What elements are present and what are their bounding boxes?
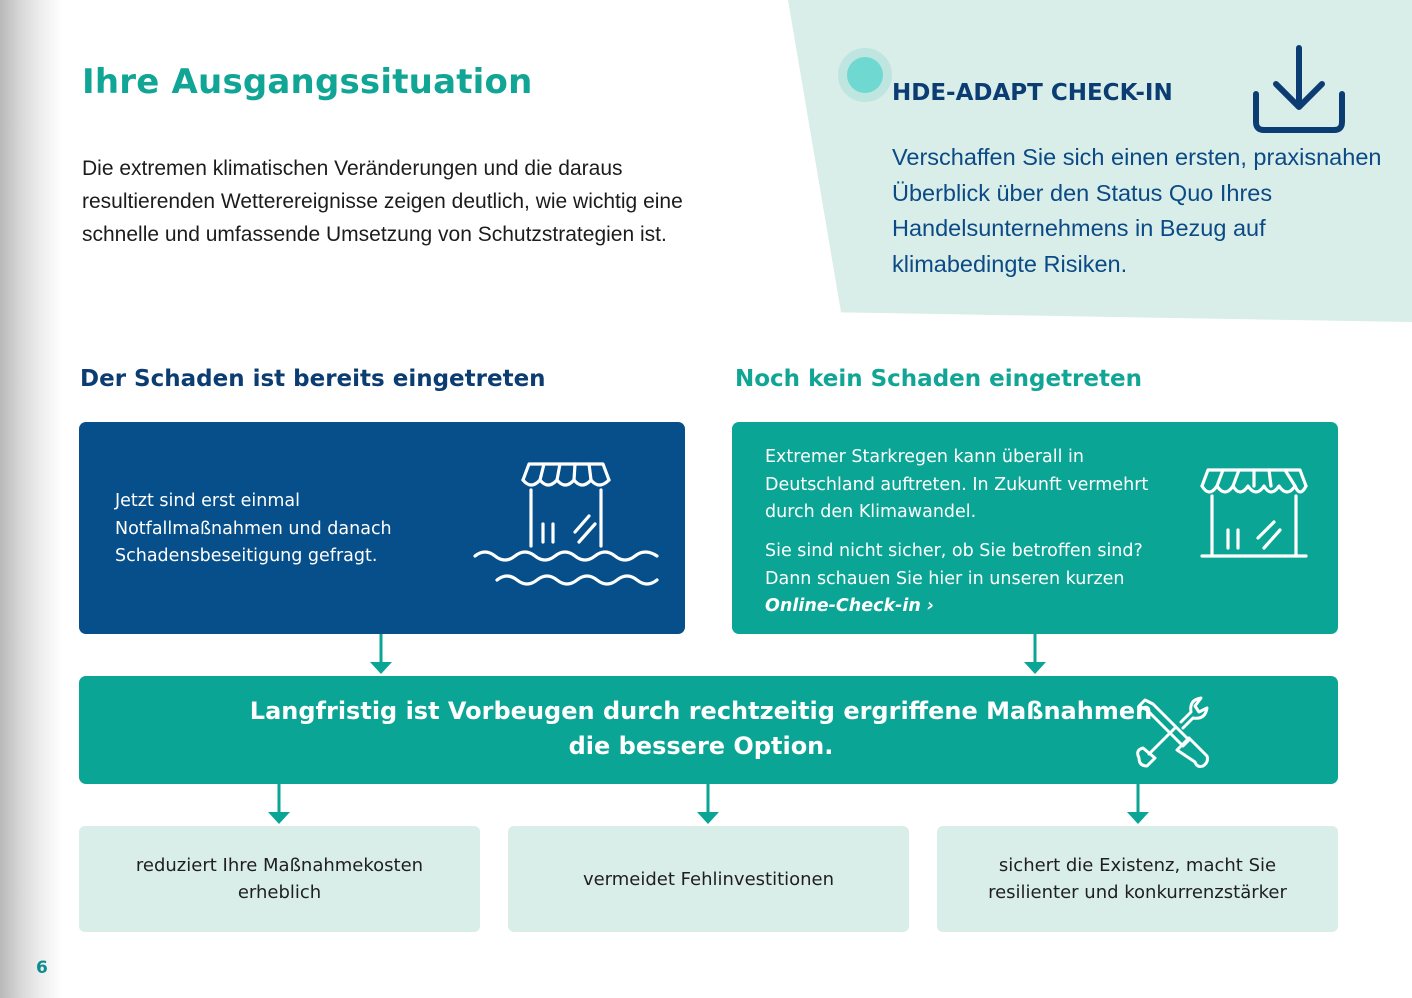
flooded-shop-icon — [473, 462, 659, 586]
benefit-card: sichert die Existenz, macht Sie resilien… — [937, 826, 1338, 932]
benefit-text: sichert die Existenz, macht Sie resilien… — [988, 855, 1287, 903]
check-in-panel — [788, 0, 1412, 322]
check-in-text: Verschaffen Sie sich einen ersten, praxi… — [892, 144, 1382, 277]
shop-icon — [1200, 468, 1308, 558]
damage-occurred-box: Jetzt sind erst einmal Notfallmaßnahmen … — [79, 422, 685, 634]
no-damage-question: Sie sind nicht sicher, ob Sie betroffen … — [765, 538, 1185, 621]
page-spine-shadow — [0, 0, 62, 998]
page-number: 6 — [36, 958, 48, 978]
no-damage-heading: Noch kein Schaden eingetreten — [735, 366, 1142, 392]
accent-dot-icon — [838, 48, 892, 102]
benefit-text: vermeidet Fehlinvestitionen — [582, 868, 835, 890]
benefit-card: reduziert Ihre Maßnahmekosten erheblich — [79, 826, 480, 932]
page-title: Ihre Ausgangssituation — [82, 62, 533, 102]
down-arrow-icon — [1024, 634, 1046, 674]
no-damage-text: Extremer Starkregen kann überall in Deut… — [765, 447, 1149, 522]
check-in-prompt: Sie sind nicht sicher, ob Sie betroffen … — [765, 541, 1143, 589]
down-arrow-icon — [1127, 784, 1149, 824]
download-icon[interactable] — [1246, 44, 1352, 138]
down-arrow-icon — [370, 634, 392, 674]
damage-occurred-heading: Der Schaden ist bereits eingetreten — [80, 366, 546, 392]
no-damage-box: Extremer Starkregen kann überall in Deut… — [732, 422, 1338, 634]
check-in-heading: HDE-ADAPT CHECK-IN — [892, 80, 1173, 106]
online-check-in-link[interactable]: Online-Check-in › — [765, 596, 935, 616]
intro-text: Die extremen klimatischen Veränderungen … — [82, 157, 683, 246]
down-arrow-icon — [697, 784, 719, 824]
tools-icon — [1136, 696, 1209, 768]
prevention-banner: Langfristig ist Vorbeugen durch rechtzei… — [79, 676, 1338, 784]
prevention-text: Langfristig ist Vorbeugen durch rechtzei… — [249, 697, 1153, 760]
damage-occurred-text: Jetzt sind erst einmal Notfallmaßnahmen … — [115, 491, 392, 566]
down-arrow-icon — [268, 784, 290, 824]
benefit-text: reduziert Ihre Maßnahmekosten erheblich — [135, 855, 424, 903]
benefit-card: vermeidet Fehlinvestitionen — [508, 826, 909, 932]
